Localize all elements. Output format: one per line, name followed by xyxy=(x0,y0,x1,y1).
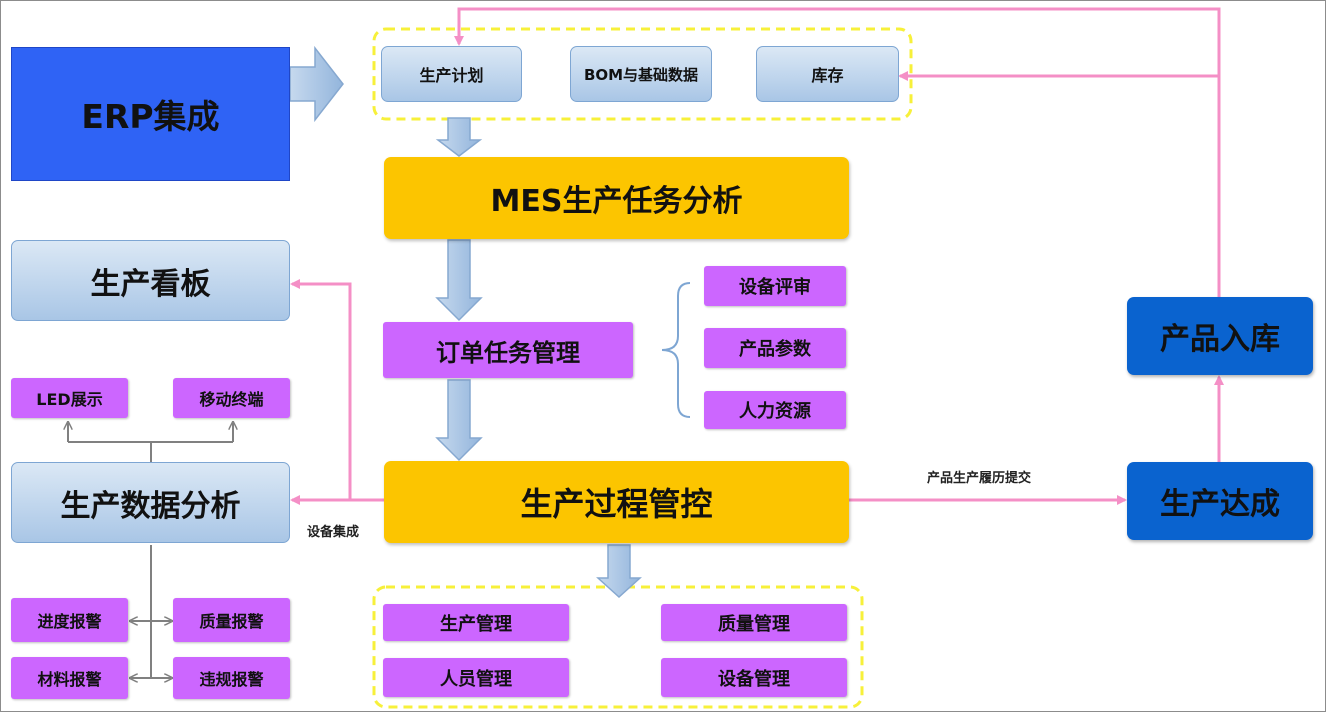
param-human-resources: 人力资源 xyxy=(704,391,846,429)
bom-box: BOM与基础数据 xyxy=(570,46,712,102)
erp-arrow xyxy=(289,45,344,123)
kanban-box: 生产看板 xyxy=(11,240,290,321)
order-management-box: 订单任务管理 xyxy=(383,322,633,378)
production-mgmt-box: 生产管理 xyxy=(383,604,569,641)
data-analysis-box: 生产数据分析 xyxy=(11,462,290,543)
param-product-parameters: 产品参数 xyxy=(704,328,846,368)
arrow-plan-to-mes xyxy=(435,117,483,157)
quality-mgmt-box: 质量管理 xyxy=(661,604,847,641)
alarm-material-box: 材料报警 xyxy=(11,657,128,699)
led-box: LED展示 xyxy=(11,378,128,418)
arrow-mes-to-order xyxy=(435,239,483,322)
top-group-outline xyxy=(372,27,913,121)
param-equipment-review: 设备评审 xyxy=(704,266,846,306)
mobile-terminal-box: 移动终端 xyxy=(173,378,290,418)
flow-warehouse-to-plan xyxy=(454,7,1221,297)
history-submit-label: 产品生产履历提交 xyxy=(927,471,1032,486)
personnel-mgmt-box: 人员管理 xyxy=(383,658,569,697)
warehouse-box: 产品入库 xyxy=(1127,297,1313,375)
erp-box: ERP集成 xyxy=(11,47,290,181)
arrow-order-to-control xyxy=(435,379,483,462)
device-integration-label: 设备集成 xyxy=(307,525,360,540)
order-params-brace xyxy=(661,282,691,418)
process-control-box: 生产过程管控 xyxy=(384,461,849,543)
mes-analysis-box: MES生产任务分析 xyxy=(384,157,849,239)
alarm-violation-box: 违规报警 xyxy=(173,657,290,699)
arrow-control-to-bottom xyxy=(596,544,642,599)
equipment-mgmt-box: 设备管理 xyxy=(661,658,847,697)
alarm-quality-box: 质量报警 xyxy=(173,598,290,642)
plan-box: 生产计划 xyxy=(381,46,522,102)
tree-to-displays xyxy=(68,441,233,462)
alarm-progress-box: 进度报警 xyxy=(11,598,128,642)
stock-box: 库存 xyxy=(756,46,899,102)
flow-to-kanban xyxy=(290,279,352,500)
achieved-box: 生产达成 xyxy=(1127,462,1313,540)
